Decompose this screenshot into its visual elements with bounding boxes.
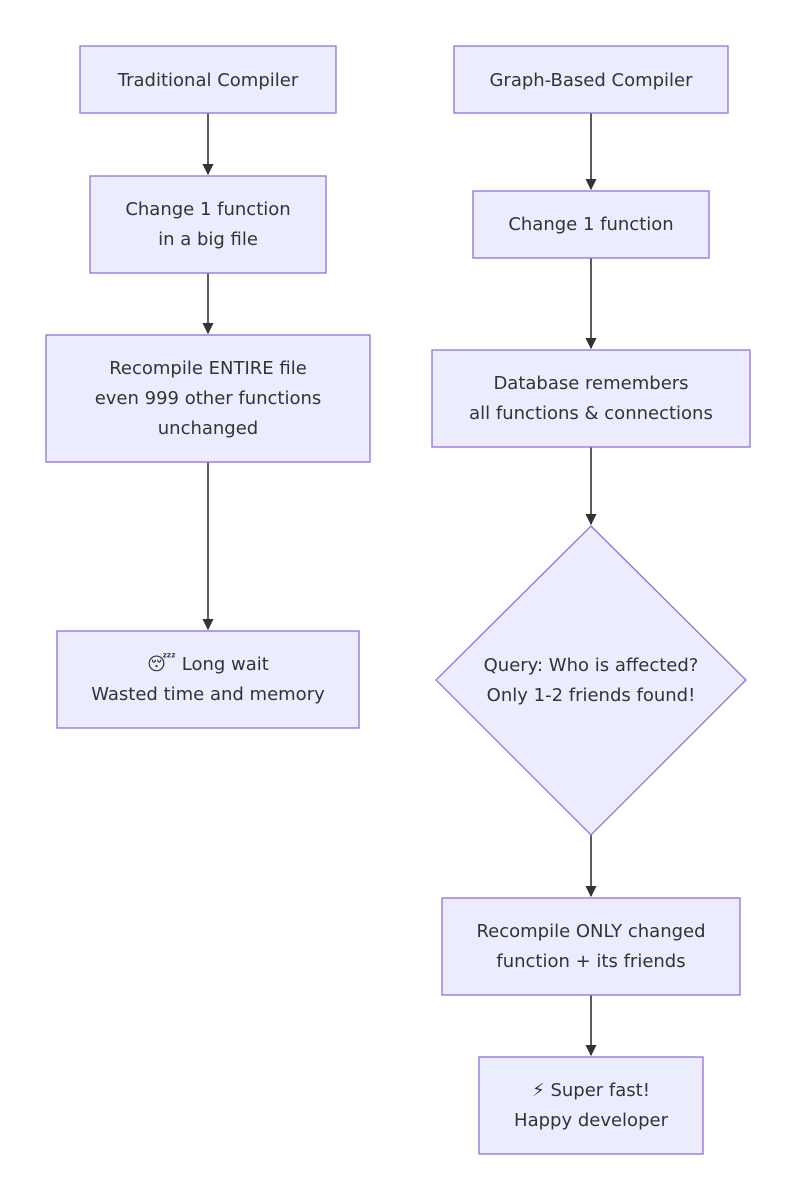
node-label-line-2: function + its friends [496,951,685,972]
node-label-line-3: unchanged [158,418,259,439]
node-label-line-2: Happy developer [514,1110,669,1131]
node-label-line-1: ⚡ Super fast! [532,1080,650,1101]
node-label-line-2: even 999 other functions [95,388,322,409]
node-database-remembers: Database remembers all functions & conne… [431,349,751,448]
node-label-line-2: Wasted time and memory [91,684,325,705]
decision-who-is-affected: Query: Who is affected? Only 1-2 friends… [435,525,747,836]
node-recompile-entire-file: Recompile ENTIRE file even 999 other fun… [45,334,371,463]
node-label-line-1: Recompile ENTIRE file [109,358,307,379]
node-change-function-left: Change 1 function in a big file [89,175,327,274]
node-recompile-only-changed: Recompile ONLY changed function + its fr… [441,897,741,996]
node-label: Change 1 function [508,214,673,235]
node-change-function-right: Change 1 function [472,190,710,259]
node-label-line-1: Database remembers [493,373,688,394]
node-label-line-1: 😴 Long wait [147,653,269,675]
node-graph-based-compiler: Graph-Based Compiler [453,45,729,114]
node-label-line-1: Change 1 function [125,199,290,220]
node-label-line-1: Recompile ONLY changed [476,921,705,942]
node-label-line-2: all functions & connections [469,403,713,424]
node-label-line-2: in a big file [158,229,258,250]
node-traditional-compiler: Traditional Compiler [79,45,337,114]
node-label: Traditional Compiler [117,70,299,91]
decision-label-line-2: Only 1-2 friends found! [487,685,696,706]
node-super-fast: ⚡ Super fast! Happy developer [478,1056,704,1155]
decision-label-line-1: Query: Who is affected? [484,655,699,676]
node-long-wait: 😴 Long wait Wasted time and memory [56,630,360,729]
node-label: Graph-Based Compiler [489,70,693,91]
